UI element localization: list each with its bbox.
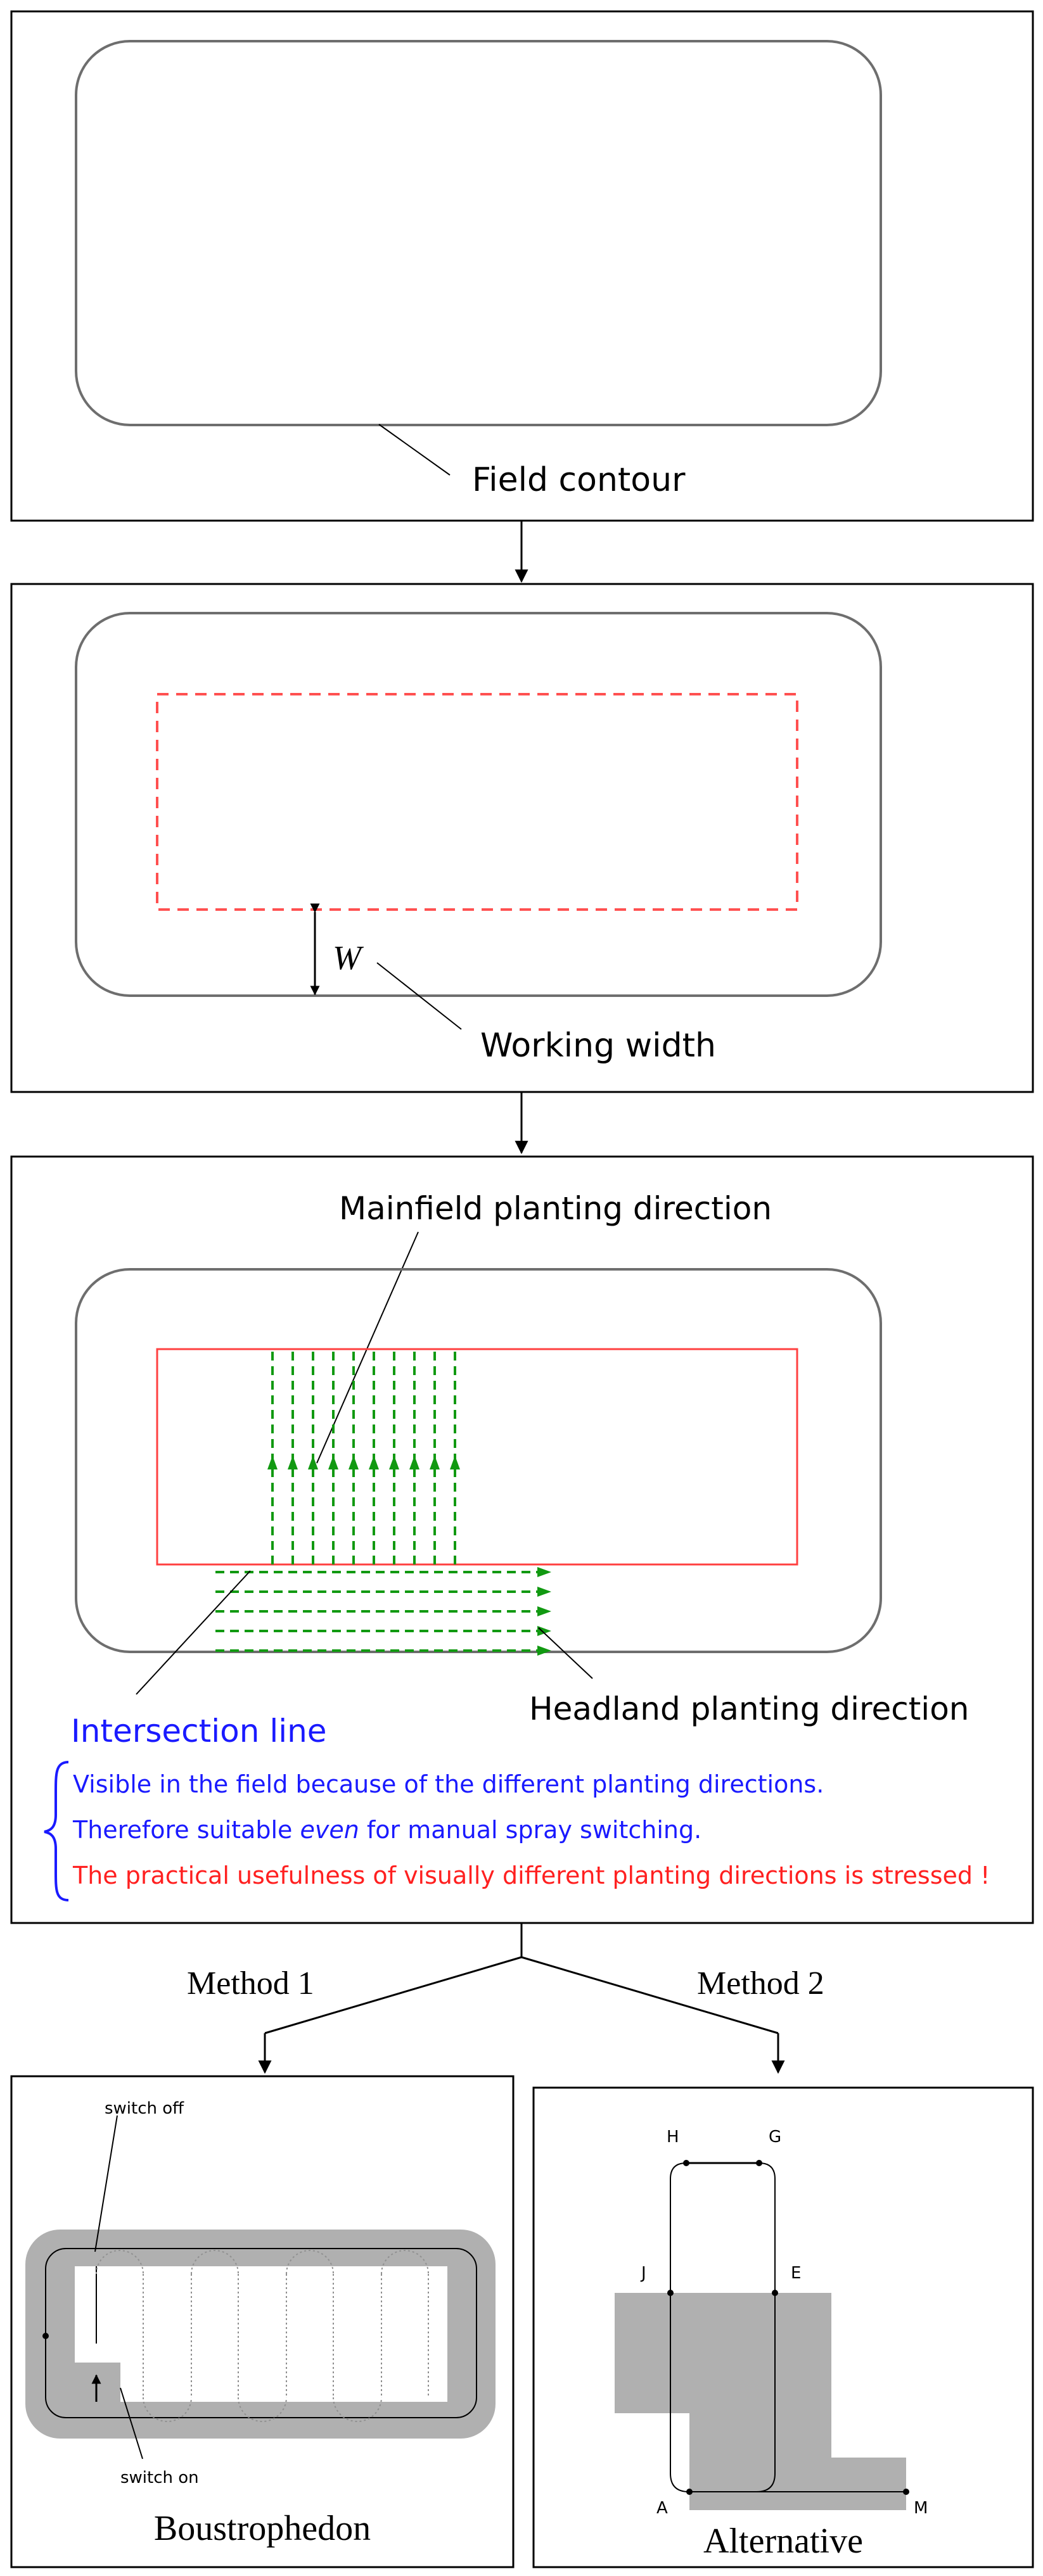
switch-on-leader — [120, 2387, 143, 2459]
mainfield-arrowhead — [409, 1456, 419, 1469]
point-j-label: J — [640, 2264, 646, 2283]
headland-direction-arrows — [215, 1567, 551, 1656]
headland-arrowhead — [537, 1587, 551, 1597]
panel-alternative: H G J E A M Alternative — [532, 2086, 1034, 2568]
branch-left — [264, 1956, 522, 2034]
method-branches: Method 1 Method 2 — [187, 1923, 824, 2074]
field-shape — [615, 2293, 906, 2510]
method2-label: Method 2 — [697, 1965, 824, 2002]
boustrophedon-turn — [381, 2250, 429, 2275]
intersection-leader — [136, 1570, 251, 1695]
panel4-frame — [10, 2075, 515, 2568]
method1-label: Method 1 — [187, 1965, 314, 2002]
mainfield-arrowhead — [369, 1456, 379, 1469]
headland-direction-label: Headland planting direction — [529, 1691, 969, 1727]
point-g-label: G — [769, 2128, 781, 2147]
point-a-label: A — [656, 2499, 668, 2518]
switch-off-label: switch off — [105, 2099, 184, 2118]
mainfield-arrowhead — [308, 1456, 318, 1469]
note-practical-usefulness: The practical usefulness of visually dif… — [72, 1862, 990, 1889]
note-visible-in-field: Visible in the field because of the diff… — [73, 1770, 824, 1798]
field-contour-leader — [378, 424, 451, 476]
point-j-dot — [667, 2290, 674, 2296]
boustrophedon-turn — [191, 2250, 239, 2275]
working-width-symbol: W — [333, 939, 364, 977]
mainfield-arrowhead — [328, 1456, 338, 1469]
working-width-label: Working width — [480, 1027, 716, 1065]
notes-brace — [44, 1761, 69, 1901]
point-m-dot — [903, 2489, 909, 2495]
mainfield-arrowhead — [389, 1456, 399, 1469]
switch-off-leader — [94, 2115, 118, 2252]
point-e-label: E — [791, 2264, 801, 2283]
boustrophedon-passes — [96, 2250, 429, 2422]
switch-on-label: switch on — [120, 2468, 199, 2487]
path-e-return — [756, 2293, 776, 2492]
boustrophedon-turn — [143, 2397, 192, 2422]
boustrophedon-title: Boustrophedon — [154, 2509, 371, 2548]
note2-pre: Therefore suitable — [72, 1816, 300, 1844]
mainfield-direction-arrows — [267, 1349, 460, 1564]
headland-arrowhead — [537, 1606, 551, 1616]
boustrophedon-turn — [238, 2397, 287, 2422]
point-h-label: H — [667, 2128, 679, 2147]
field-contour-outline-2 — [75, 612, 882, 997]
mainfield-area — [75, 2266, 447, 2402]
mainfield-arrowhead — [288, 1456, 298, 1469]
headland-leader — [538, 1627, 593, 1679]
note2-emphasis: even — [300, 1816, 359, 1844]
headland-arrowhead — [537, 1646, 551, 1656]
path-h-g-loop — [670, 2162, 776, 2293]
branch-right — [521, 1956, 779, 2034]
point-a-dot — [686, 2489, 693, 2495]
mainfield-direction-label: Mainfield planting direction — [339, 1190, 772, 1227]
field-contour-outline — [75, 40, 882, 426]
note-manual-spray-switching: Therefore suitable even for manual spray… — [72, 1816, 701, 1844]
panel-boustrophedon: switch off switch on Boustrophedon — [10, 2075, 515, 2568]
start-point — [42, 2333, 49, 2339]
point-g-dot — [756, 2160, 762, 2166]
field-contour-label: Field contour — [472, 461, 686, 499]
working-area-dashed — [156, 693, 798, 911]
intersection-line-label: Intersection line — [71, 1713, 327, 1749]
point-h-dot — [683, 2160, 689, 2166]
working-width-leader — [376, 962, 462, 1030]
boustrophedon-turn — [333, 2397, 382, 2422]
panel-field-contour: Field contour — [10, 10, 1034, 522]
panel5-frame — [532, 2086, 1034, 2568]
point-m-label: M — [914, 2499, 928, 2518]
panel-working-width: W Working width — [10, 583, 1034, 1093]
panel-planting-directions: Mainfield planting direction Headland pl… — [10, 1155, 1034, 1924]
mainfield-arrowhead — [349, 1456, 359, 1469]
mainfield-boundary — [156, 1348, 798, 1566]
point-e-dot — [772, 2290, 778, 2296]
note2-post: for manual spray switching. — [359, 1816, 701, 1844]
boustrophedon-turn — [286, 2250, 334, 2275]
mainfield-arrowhead — [450, 1456, 460, 1469]
boustrophedon-turn — [96, 2250, 144, 2275]
mainfield-arrowhead — [430, 1456, 440, 1469]
field-contour-outline-3 — [75, 1268, 882, 1653]
mainfield-arrowhead — [267, 1456, 278, 1469]
headland-arrowhead — [537, 1626, 551, 1636]
headland-arrowhead — [537, 1567, 551, 1577]
alternative-title: Alternative — [703, 2522, 863, 2561]
